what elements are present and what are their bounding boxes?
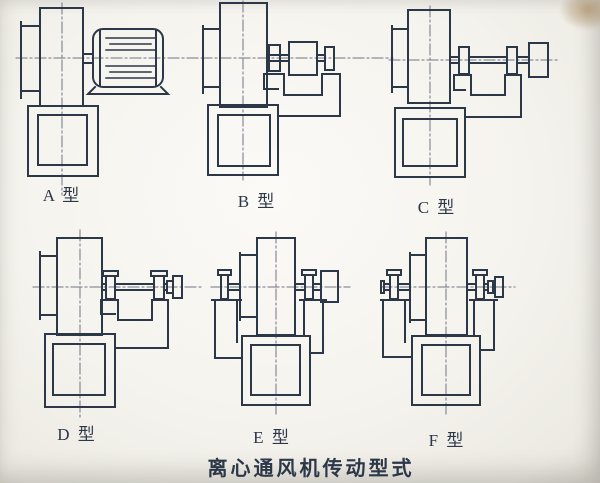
drive-shaft [449,56,530,64]
label-type-c: C 型 [417,198,457,217]
shaft-coupling [487,276,504,298]
bearing-block [268,44,335,72]
drive-shaft [266,54,326,62]
diagram-type-a [15,2,200,202]
outlet-box [207,104,279,176]
label-type-e: E 型 [253,428,291,447]
diagram-type-d [25,215,215,420]
bearing-pedestal [380,299,498,358]
outlet-box [44,333,116,408]
pulley [288,41,318,76]
centerlines [210,231,351,417]
centerlines [32,229,204,419]
type-b-drawing [200,0,394,181]
type-f-drawing [380,231,516,417]
label-type-b: B 型 [237,192,277,211]
diagram-type-b [200,0,395,182]
shaft-coupling [166,275,183,299]
bearing-pedestal [263,73,341,117]
label-type-a: A 型 [42,186,82,205]
type-e-drawing [210,231,351,417]
outlet-box [241,335,311,406]
drive-shaft [227,283,322,291]
type-a-drawing [15,2,199,196]
fan-housing [407,9,451,104]
bearing-pedestal [100,299,169,349]
bearing-pedestal [453,74,522,118]
inlet-collar [239,252,258,321]
figure-caption: 离心通风机传动型式 [207,458,415,480]
inlet-collar [409,252,427,323]
type-d-drawing [32,229,204,419]
centerlines [15,2,199,196]
pulley [528,42,549,78]
outlet-box [394,107,466,178]
inlet-collar [391,25,409,93]
label-type-f: F 型 [428,431,466,450]
inlet-collar [39,251,58,320]
inlet-collar [20,21,41,99]
outlet-box [27,105,99,177]
drive-shaft [101,283,168,291]
diagram-type-f [380,230,565,420]
scan-stain [560,0,600,30]
type-c-drawing [388,5,559,186]
bearing-pedestal [211,299,327,359]
label-type-d: D 型 [57,425,97,444]
bearing-block [102,270,168,300]
outlet-box [411,335,481,406]
diagram-type-e [210,230,395,420]
diagram-type-c [388,5,568,187]
inlet-collar [202,25,221,94]
drive-shaft [380,280,489,294]
pulley [320,270,339,303]
centerlines [200,0,394,181]
centerlines [380,231,516,417]
motor [85,28,171,95]
